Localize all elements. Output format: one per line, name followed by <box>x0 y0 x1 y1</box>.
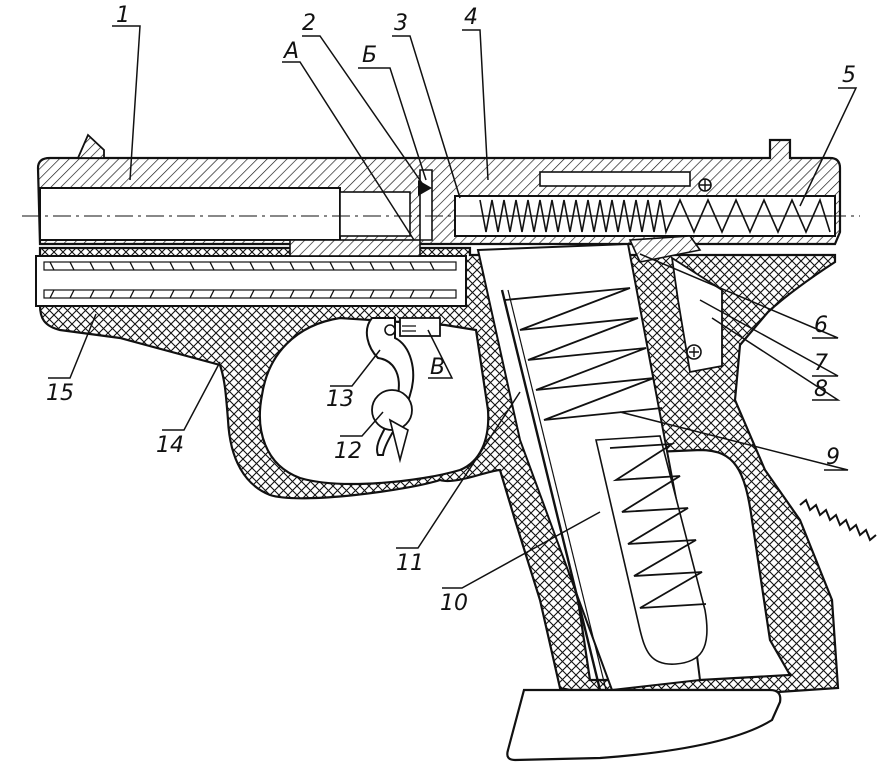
label-12: 12 <box>334 439 362 464</box>
recoil-spring-guide <box>35 239 467 307</box>
label-3: 3 <box>394 11 408 36</box>
part-labels: 1 2 3 4 5 6 7 8 9 10 11 12 13 14 15 А Б … <box>46 3 856 616</box>
label-6: 6 <box>814 313 828 338</box>
magazine <box>476 235 782 762</box>
label-10: 10 <box>440 591 468 616</box>
label-1: 1 <box>116 3 130 28</box>
label-V: В <box>430 355 445 380</box>
label-11: 11 <box>396 551 424 576</box>
leader-lines <box>48 25 858 589</box>
label-B: Б <box>362 43 377 68</box>
label-13: 13 <box>326 387 354 412</box>
label-4: 4 <box>464 5 478 30</box>
trigger <box>365 317 441 464</box>
slide <box>36 133 842 246</box>
label-9: 9 <box>826 445 840 470</box>
label-A: А <box>282 39 299 64</box>
label-8: 8 <box>814 377 828 402</box>
label-5: 5 <box>842 63 856 88</box>
grip-serrations <box>799 498 877 542</box>
label-14: 14 <box>156 433 184 458</box>
label-15: 15 <box>46 381 74 406</box>
label-2: 2 <box>302 11 316 36</box>
label-7: 7 <box>814 351 828 376</box>
